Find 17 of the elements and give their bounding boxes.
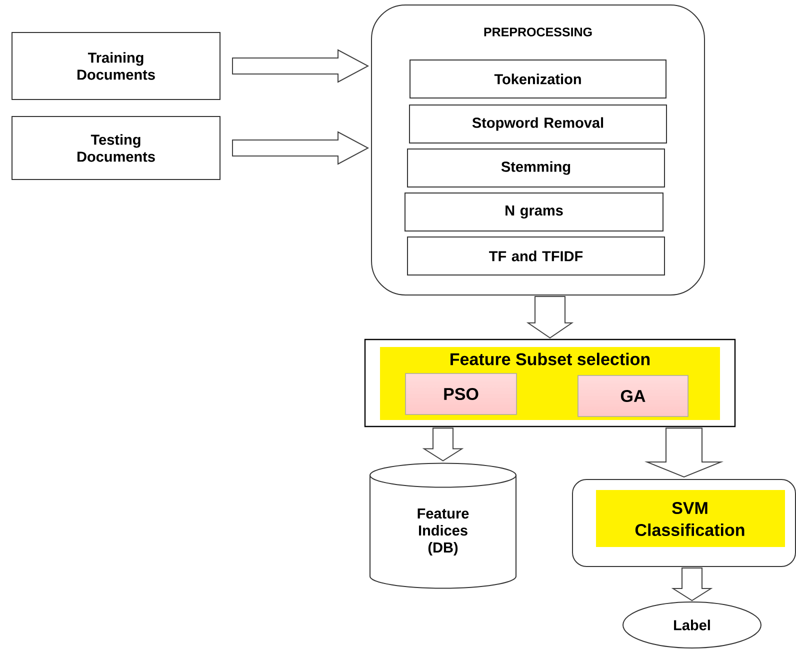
database-cylinder: Feature Indices (DB) bbox=[370, 462, 516, 589]
process-box: Training Documents bbox=[12, 32, 220, 100]
process-box: Stemming bbox=[407, 148, 665, 188]
block-arrow bbox=[644, 428, 724, 478]
process-box: TF and TFIDF bbox=[407, 236, 665, 276]
block-arrow bbox=[232, 49, 370, 83]
block-arrow bbox=[422, 428, 464, 462]
process-box: N grams bbox=[404, 192, 664, 232]
block-arrow bbox=[526, 296, 574, 338]
process-box: Tokenization bbox=[410, 60, 666, 98]
block-arrow bbox=[232, 131, 370, 165]
method-box: PSO bbox=[405, 373, 517, 415]
classifier-box: SVM Classification bbox=[572, 479, 796, 567]
method-box: GA bbox=[578, 375, 688, 417]
block-arrow bbox=[671, 568, 713, 602]
process-box: Testing Documents bbox=[12, 116, 220, 180]
process-box: Stopword Removal bbox=[409, 104, 667, 144]
